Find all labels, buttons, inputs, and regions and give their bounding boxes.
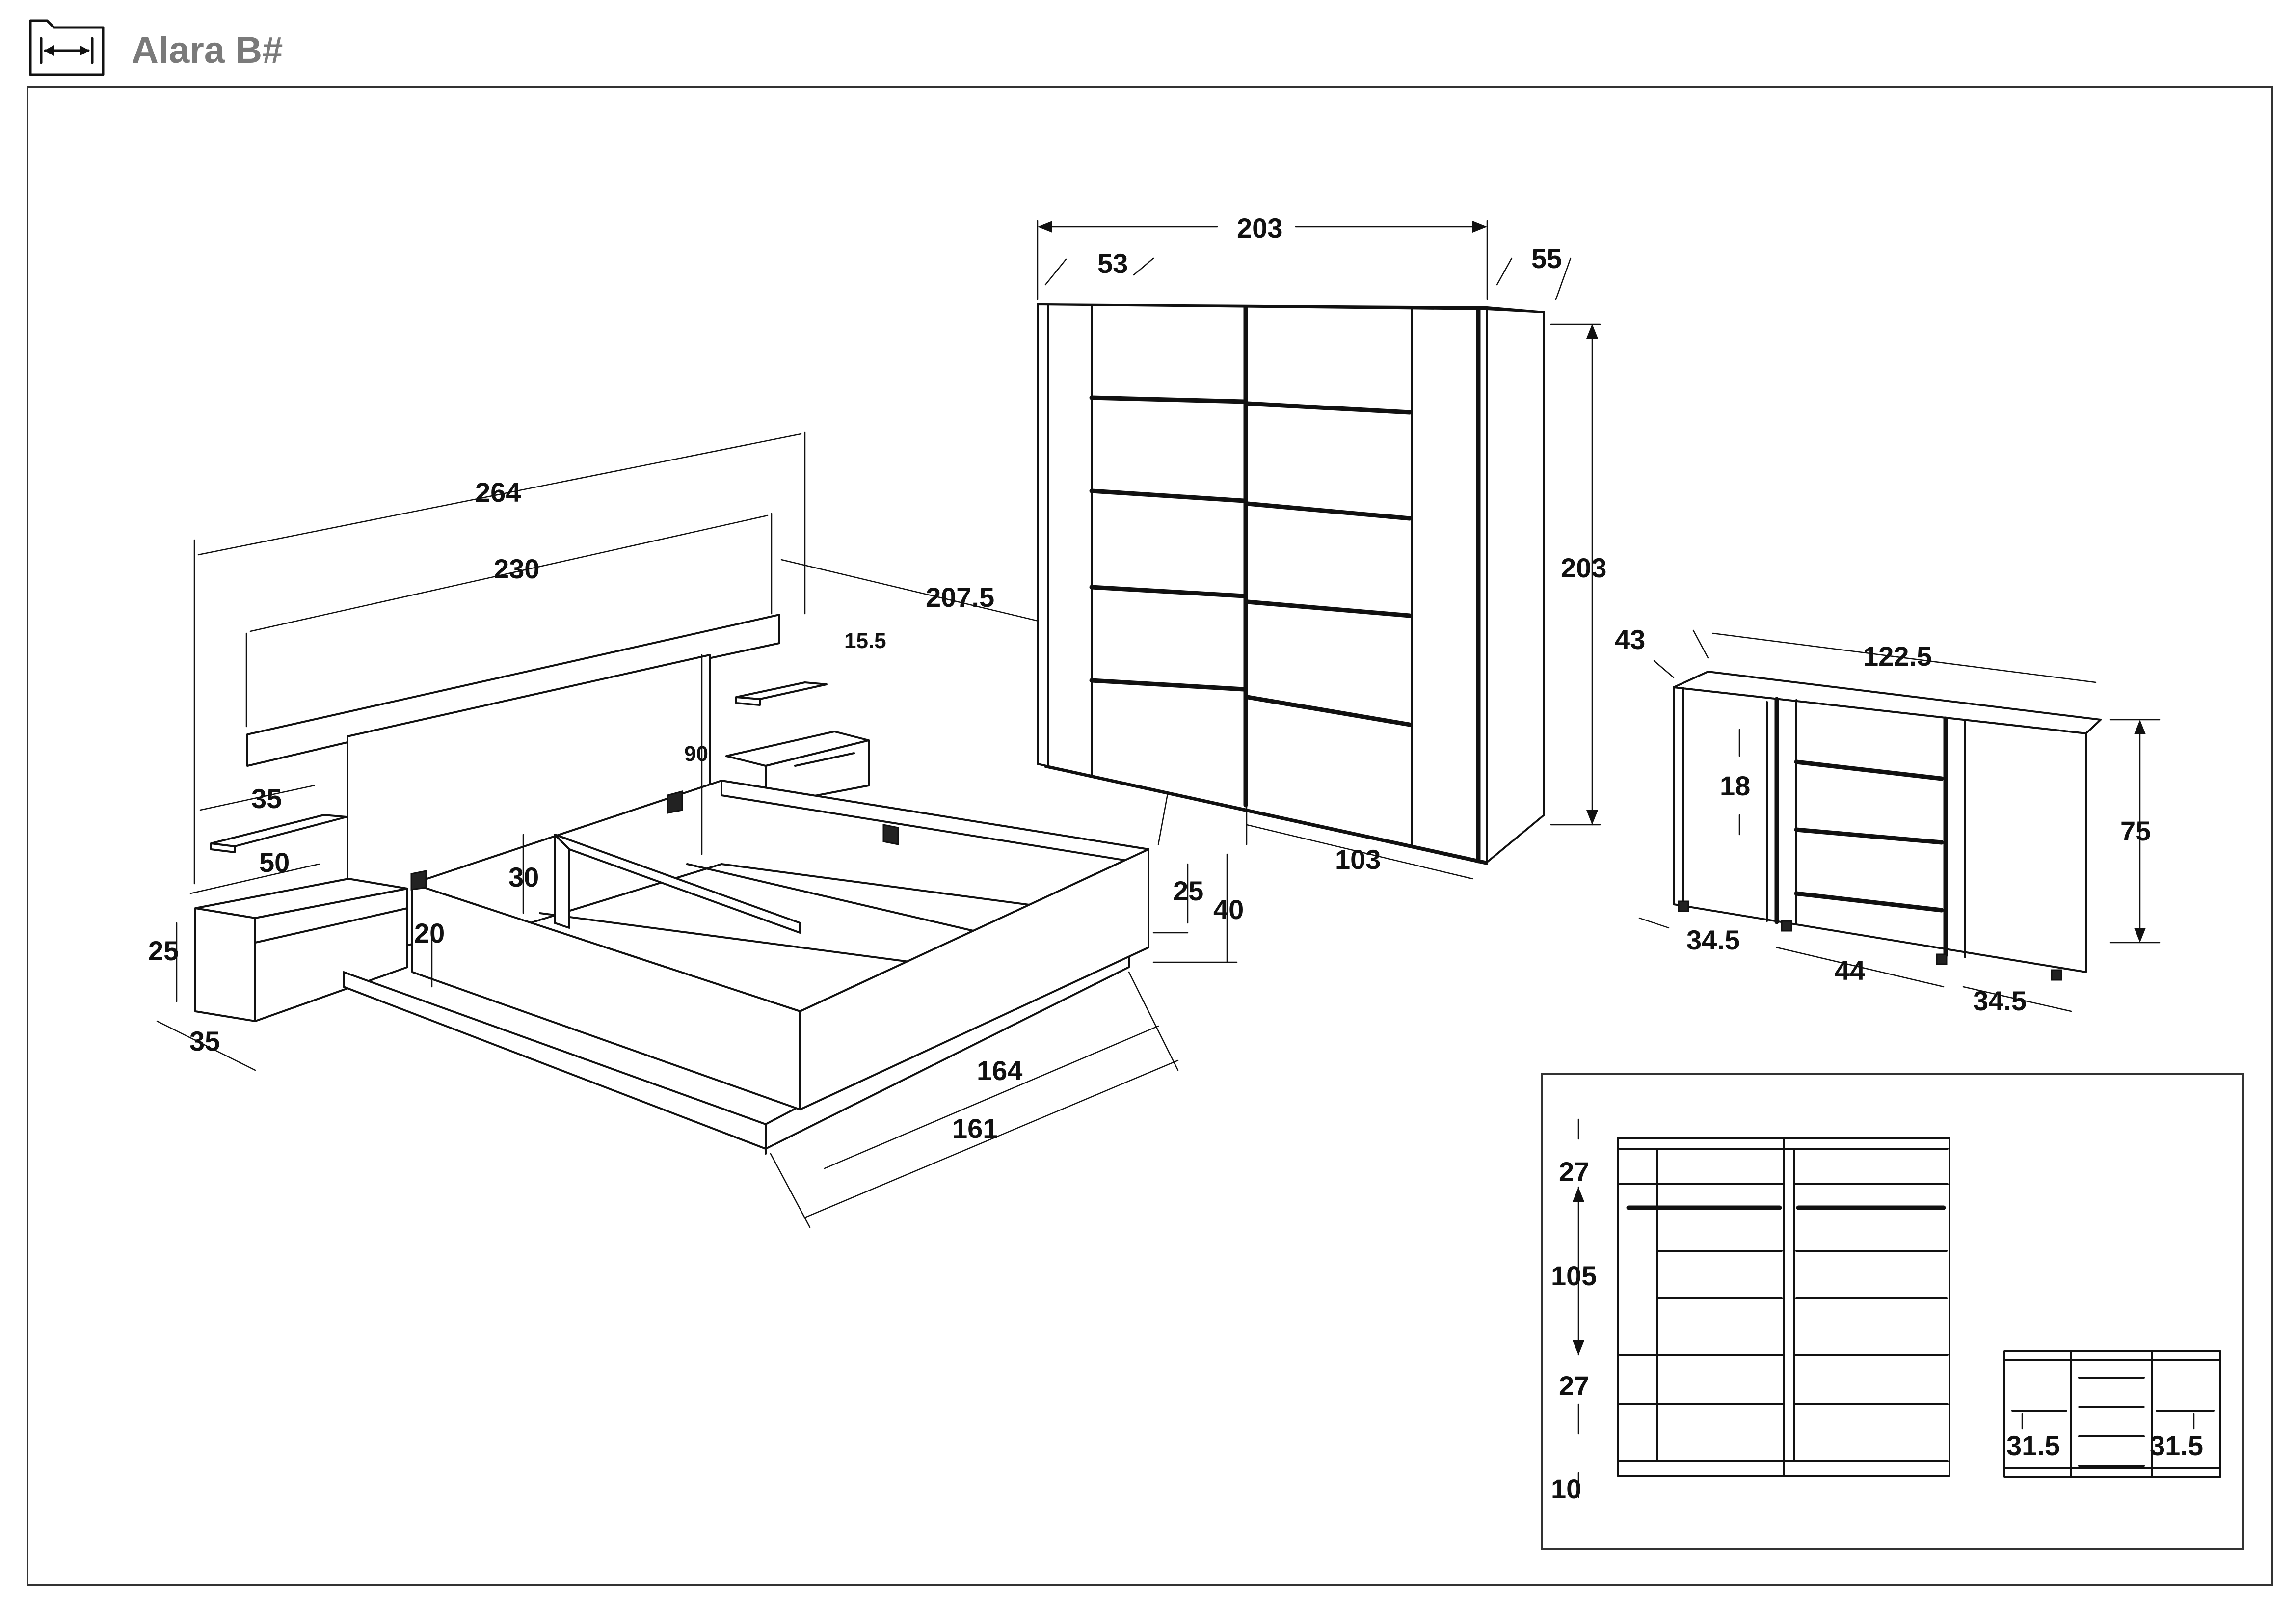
drawing-frame xyxy=(27,86,2273,1586)
dresser-left-shelf-label: 31.5 xyxy=(2006,1430,2060,1461)
dresser-right-section-label: 34.5 xyxy=(1973,985,2027,1016)
dresser-height-label: 75 xyxy=(2120,815,2151,846)
wardrobe-dimension-lines xyxy=(1037,220,1601,880)
mattress-depth-label: 30 xyxy=(508,862,539,893)
frame-side-label: 25 xyxy=(1173,875,1203,906)
interior-hanging-label: 105 xyxy=(1551,1260,1597,1291)
shelf-height-label: 50 xyxy=(259,847,290,878)
interior-lower-shelf-label: 27 xyxy=(1559,1370,1589,1401)
page-title: Alara B# xyxy=(132,29,283,71)
bed-inner-width-label: 161 xyxy=(952,1113,998,1144)
dresser-depth-label: 43 xyxy=(1615,624,1645,655)
dresser-middle-section-label: 44 xyxy=(1835,955,1865,986)
wardrobe-door-width-label: 103 xyxy=(1335,844,1381,875)
shelf-width-label: 35 xyxy=(251,783,282,814)
nightstand-depth-label: 35 xyxy=(189,1026,220,1056)
bed-dimension-lines xyxy=(156,431,1238,1228)
dresser-width-label: 122.5 xyxy=(1863,641,1932,672)
dresser-drawer-height-label: 18 xyxy=(1720,770,1750,801)
interior-inset-frame xyxy=(1541,1073,2244,1550)
nightstand-gap-label: 20 xyxy=(414,918,445,948)
headboard-height-label: 90 xyxy=(684,742,708,766)
wardrobe-labels: 203 53 55 203 103 xyxy=(1097,213,1606,875)
wardrobe-height-label: 203 xyxy=(1561,552,1606,583)
interior-plinth-label: 10 xyxy=(1551,1473,1581,1504)
dresser-right-shelf-label: 31.5 xyxy=(2150,1430,2203,1461)
shelf-thickness-label: 15.5 xyxy=(844,629,886,653)
interior-top-shelf-label: 27 xyxy=(1559,1156,1589,1187)
dresser-labels: 43 122.5 18 75 34.5 44 34.5 xyxy=(1615,624,2151,1016)
wardrobe-side-panel-label: 53 xyxy=(1097,248,1128,279)
headboard-width-label: 230 xyxy=(494,553,539,584)
bed-overall-width-label: 264 xyxy=(475,477,521,508)
wardrobe-width-label: 203 xyxy=(1237,213,1282,244)
dresser-drawing xyxy=(1673,671,2102,981)
dresser-dimension-lines xyxy=(1638,629,2161,1012)
width-dimension-icon xyxy=(29,19,105,76)
wardrobe-drawing xyxy=(1037,303,1545,865)
wardrobe-interior-drawing xyxy=(1617,1137,1950,1477)
bed-drawing xyxy=(194,614,1149,1155)
bed-labels: 264 230 207.5 15.5 90 35 50 25 35 20 30 … xyxy=(148,477,1244,1144)
frame-height-label: 40 xyxy=(1213,894,1244,925)
nightstand-height-label: 25 xyxy=(148,935,179,966)
bed-outer-width-label: 164 xyxy=(977,1055,1022,1086)
interior-dimension-lines xyxy=(1573,1118,2195,1498)
dresser-interior-drawing xyxy=(2003,1350,2221,1478)
wardrobe-depth-label: 55 xyxy=(1531,243,1562,274)
dresser-left-section-label: 34.5 xyxy=(1686,924,1740,955)
interior-labels: 27 105 27 10 31.5 31.5 xyxy=(1551,1156,2203,1504)
headboard-depth-label: 207.5 xyxy=(926,582,994,613)
